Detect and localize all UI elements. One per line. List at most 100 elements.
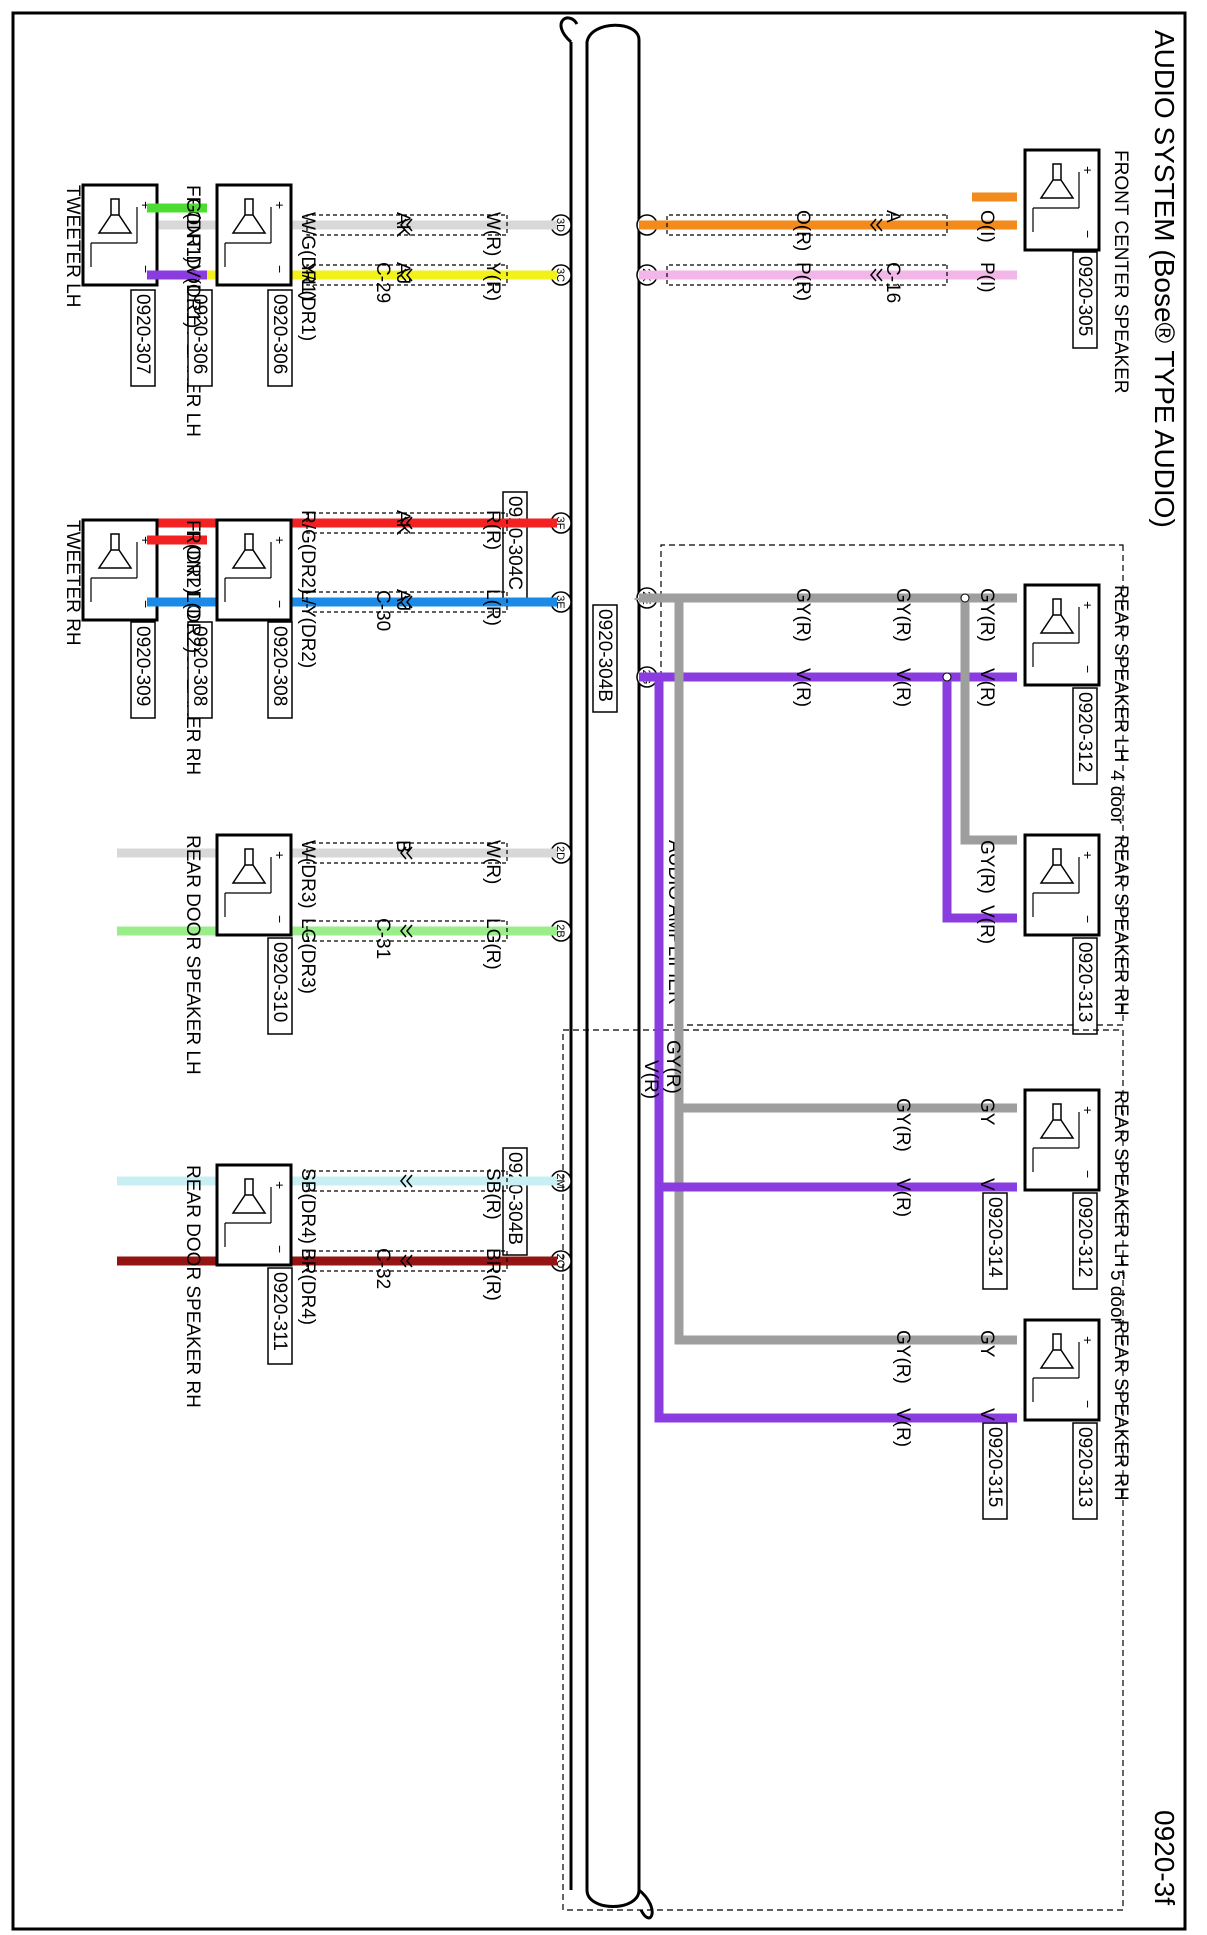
front-door-speaker-rh-box — [215, 518, 293, 622]
front-door-rh-conn-1 — [400, 516, 413, 530]
label-amp-gy: GY(R) — [792, 588, 813, 642]
front-door-speaker-rh-ref-box — [267, 621, 293, 719]
label-center-o-i: O(I) — [976, 210, 997, 243]
rear-door-lh-lbl-a: W(R) — [482, 840, 503, 884]
front-door-lh-lbl-a: W(R) — [482, 212, 503, 256]
splice-gy — [960, 593, 970, 603]
label-4d-gy-b: GY(R) — [892, 588, 913, 642]
group-4-door-label: 4 door — [1106, 770, 1127, 825]
rear-speaker-lh-4d: +− — [1023, 583, 1101, 687]
label-tr-l: L(DR2) — [182, 592, 203, 653]
front-door-speaker-lh-ref: 0920-306 — [269, 294, 290, 374]
rear-door-rh-conn-2 — [400, 1254, 413, 1268]
rear-door-lh-conn-1 — [400, 846, 413, 860]
front-door-rh-lbl-e: R/G(DR2) — [297, 510, 318, 594]
front-door-speaker-rh-ref2: 0920-308 — [189, 626, 210, 706]
rear-speaker-rh-5d-ref2-box — [982, 1422, 1008, 1520]
rear-speaker-lh-4d-ref: 0920-312 — [1074, 692, 1095, 772]
tweeter-rh-ref: 0920-309 — [132, 626, 153, 706]
rear-door-rh-lbl-f: BR(DR4) — [297, 1248, 318, 1325]
amp-ref-304b-top-box — [592, 604, 618, 713]
rear-speaker-rh-5d-ref-box — [1072, 1422, 1098, 1520]
label-tl-v: V(DR1) — [182, 265, 203, 328]
page-title: AUDIO SYSTEM (Bose® TYPE AUDIO) — [1149, 30, 1180, 528]
page-border — [11, 11, 1187, 1931]
front-door-lh-conn-2 — [400, 268, 413, 282]
rear-speaker-rh-4d-minus: − — [1080, 915, 1096, 923]
front-door-lh-dbox-2 — [306, 264, 508, 286]
amp-ref-304b-top: 0920-304B — [594, 609, 615, 702]
label-5d-vr-a: V(R) — [892, 1178, 913, 1217]
rear-speaker-rh-5d-ref2: 0920-315 — [984, 1427, 1005, 1507]
rear-door-lh-conn-2 — [400, 924, 413, 938]
conn-center-1 — [870, 268, 883, 282]
rear-speaker-rh-4d: +− — [1023, 833, 1101, 937]
rear-door-lh-dbox-1 — [306, 842, 508, 864]
label-4d-v-c: V(R) — [976, 905, 997, 944]
label-5d-v-b: V — [976, 1408, 997, 1421]
rear-speaker-rh-4d-ref-box — [1072, 937, 1098, 1035]
front-door-rh-lbl-a: R(R) — [482, 510, 503, 550]
rear-speaker-lh-4d-minus: − — [1080, 665, 1096, 673]
label-center-p-i: P(I) — [976, 262, 997, 293]
rear-speaker-rh-4d-label: REAR SPEAKER RH — [1110, 835, 1131, 1016]
rear-door-speaker-rh-icon — [231, 1178, 267, 1214]
label-5d-gyr-a: GY(R) — [892, 1098, 913, 1152]
front-door-rh-conn-2 — [400, 595, 413, 609]
amp-ref-304b-bottom: 0920-304B — [504, 1152, 525, 1245]
front-door-rh-lbl-d: AJ — [392, 589, 413, 611]
rear-door-speaker-lh-box — [215, 833, 293, 937]
amp-ref-304c: 0920-304C — [504, 496, 525, 590]
tweeter-lh: +− — [81, 183, 159, 287]
front-door-speaker-lh: +− — [215, 183, 293, 287]
label-4d-v-a: V(R) — [976, 668, 997, 707]
front-door-rh-lbl-f: L/Y(DR2) — [297, 589, 318, 668]
amp-curl-right — [638, 1888, 654, 1920]
label-rr-c32: C-32 — [372, 1248, 393, 1289]
wire-5d-gy-trunk — [674, 598, 1017, 1345]
rear-door-speaker-rh-label: REAR DOOR SPEAKER RH — [182, 1165, 203, 1408]
front-center-speaker-ref-box — [1072, 251, 1098, 349]
tweeter-rh-ref-box — [130, 621, 156, 719]
rear-door-rh-conn-1 — [400, 1174, 413, 1188]
label-5d-gyr-b: GY(R) — [892, 1330, 913, 1384]
front-door-speaker-rh-ref2-box — [187, 621, 213, 719]
rear-speaker-lh-4d-icon — [1039, 598, 1075, 634]
wire-5d-v-trunk — [654, 677, 1017, 1423]
front-center-speaker-icon — [1039, 163, 1075, 199]
label-tl-g: G(DR1) — [182, 198, 203, 263]
rear-door-speaker-rh-box — [215, 1163, 293, 1267]
tweeter-rh-box — [81, 518, 159, 622]
label-center-c16: C-16 — [882, 262, 903, 303]
rear-speaker-rh-5d-ref: 0920-313 — [1074, 1427, 1095, 1507]
rear-door-rh-dbox-1 — [306, 1170, 508, 1192]
splice-v — [942, 672, 952, 682]
audio-amplifier-body — [585, 23, 641, 1908]
front-center-speaker-plus: + — [1080, 166, 1096, 174]
front-door-rh-dbox-1 — [306, 512, 508, 534]
rear-door-speaker-lh-plus: + — [272, 851, 288, 859]
tweeter-rh-label: TWEETER RH — [62, 520, 83, 646]
dbox-center-0 — [666, 214, 948, 236]
rear-door-lh-lbl-c: B — [392, 840, 413, 853]
rear-door-speaker-lh-label: REAR DOOR SPEAKER LH — [182, 835, 203, 1075]
label-amp-v: V(R) — [792, 668, 813, 707]
rear-door-speaker-lh-ref-box — [267, 937, 293, 1035]
front-door-speaker-lh-icon — [231, 198, 267, 234]
tweeter-lh-minus: − — [138, 265, 154, 273]
rear-door-speaker-rh-ref: 0920-311 — [269, 1272, 290, 1351]
label-center-p-r: P(R) — [792, 262, 813, 301]
rear-speaker-lh-5d-minus: − — [1080, 1170, 1096, 1178]
rear-speaker-rh-4d-ref: 0920-313 — [1074, 942, 1095, 1022]
front-door-rh-dbox-2 — [306, 591, 508, 613]
label-5d-gy: GY(R) — [662, 1040, 683, 1094]
tweeter-lh-plus: + — [138, 201, 154, 209]
conn-center-0 — [870, 218, 883, 232]
front-center-speaker-minus: − — [1080, 230, 1096, 238]
rear-door-rh-dbox-2 — [306, 1250, 508, 1272]
label-4d-gy-c: GY(R) — [976, 840, 997, 894]
front-door-lh-conn-1 — [400, 218, 413, 232]
rear-speaker-lh-5d-ref2: 0920-314 — [984, 1197, 1005, 1278]
front-center-speaker-box — [1023, 148, 1101, 252]
